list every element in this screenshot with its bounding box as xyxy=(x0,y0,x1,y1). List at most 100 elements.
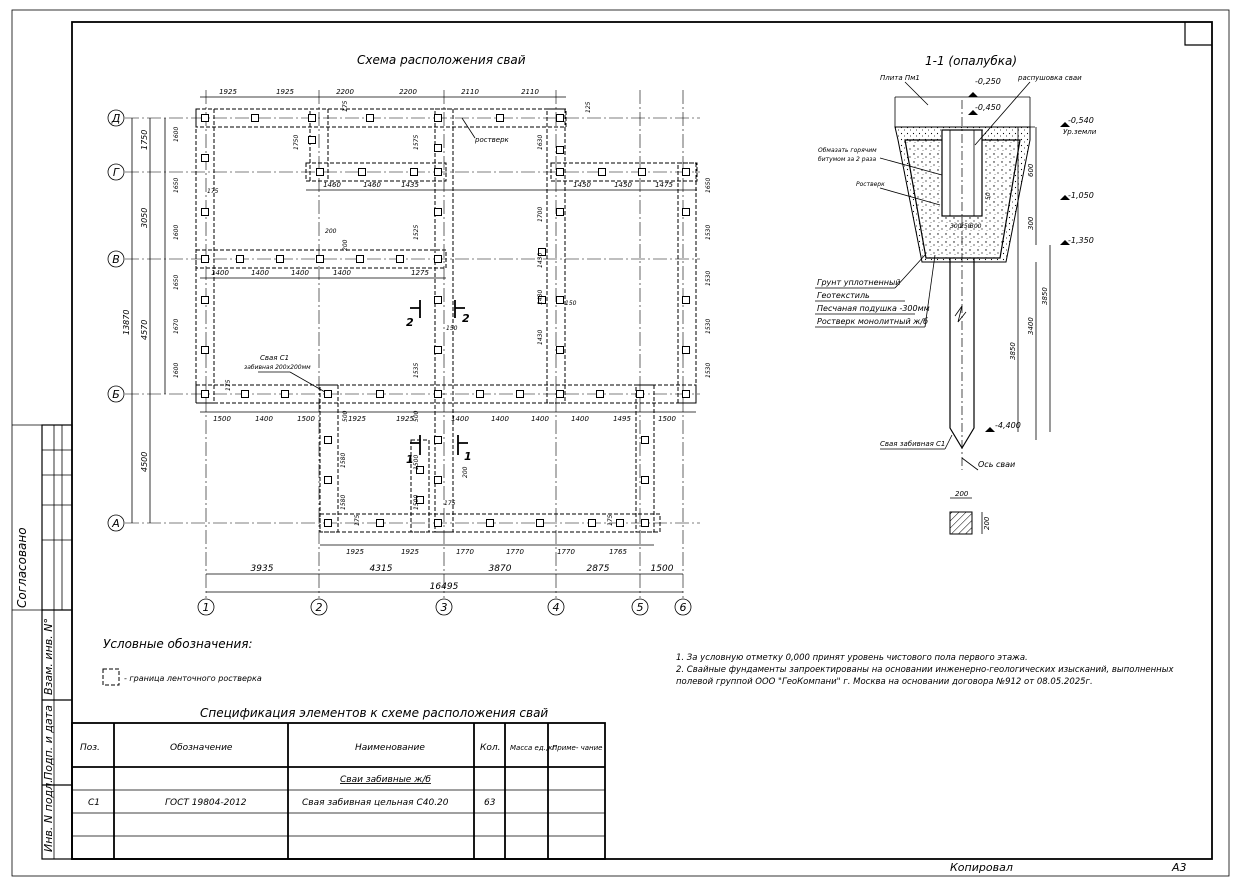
format-label: A3 xyxy=(1171,861,1187,874)
dim-label: 500 xyxy=(342,410,349,422)
side-stamp: Согласовано Взам. инв. N° Подп. и дата И… xyxy=(12,424,73,860)
spec-header-mass: Масса ед.,кг xyxy=(510,744,556,752)
row-a-dimensions: 1925 1925 1770 1770 1770 1765 xyxy=(346,548,627,556)
pile-callout-label: Свая С1 xyxy=(260,354,289,362)
pile-marker xyxy=(308,114,316,122)
pile-marker xyxy=(682,346,690,354)
pile-break xyxy=(954,305,967,323)
dim-label: 1450 xyxy=(614,181,632,189)
dim-label: 1925 xyxy=(401,548,419,556)
pile-marker xyxy=(486,519,494,527)
dim-label: 1925 xyxy=(276,88,294,96)
dim-label: 16495 xyxy=(430,582,459,592)
pile-marker xyxy=(536,519,544,527)
pile-marker xyxy=(556,296,564,304)
pile-marker xyxy=(324,436,332,444)
dim-label: 1630 xyxy=(537,135,544,150)
note-2: 2. Свайные фундаменты запроектированы на… xyxy=(676,665,1174,675)
section-mark-label: 2 xyxy=(406,316,414,329)
dim-label: 150 xyxy=(565,300,577,307)
side-label-agreed: Согласовано xyxy=(15,527,29,608)
pile-marker xyxy=(682,296,690,304)
dim-label: 1400 xyxy=(451,415,469,423)
pile-marker xyxy=(641,476,649,484)
axis-number: 3 xyxy=(441,601,448,614)
dim-label: 1275 xyxy=(411,269,429,277)
top-dimensions: 1925 1925 2200 2200 2110 2110 xyxy=(219,88,539,96)
layer-label: Ростверк монолитный ж/б xyxy=(817,317,928,326)
dim-label: 200 xyxy=(983,516,991,530)
dim-label: 1770 xyxy=(456,548,474,556)
pile-marker xyxy=(316,255,324,263)
dim-label: 3870 xyxy=(489,564,512,574)
dim-label: 1770 xyxy=(506,548,524,556)
pile-marker xyxy=(682,208,690,216)
grillage-outline xyxy=(195,108,698,533)
dim-label: 250 xyxy=(960,223,972,230)
dim-label: 1530 xyxy=(705,363,712,378)
dim-label: 1400 xyxy=(333,269,351,277)
axis-number: 2 xyxy=(316,601,323,614)
pile-marker xyxy=(538,296,546,304)
pile-marker xyxy=(236,255,244,263)
pile-marker xyxy=(641,519,649,527)
axis-bubbles-numbers: 1 2 3 4 5 6 xyxy=(197,598,692,616)
dim-label: 200 xyxy=(462,466,469,478)
pile-marker xyxy=(476,390,484,398)
dim-label: 4315 xyxy=(370,564,393,574)
level-label: -1,050 xyxy=(1068,191,1094,200)
side-label-inv: Инв. N подл. xyxy=(42,779,55,852)
spec-header-pos: Поз. xyxy=(80,743,100,753)
pile-marker xyxy=(434,519,442,527)
level-markers: -0,250 -0,450 -0,540 Ур.земли -1,050 -1,… xyxy=(968,77,1097,432)
dimension-lines xyxy=(131,96,697,593)
pile-marker xyxy=(434,390,442,398)
dim-label: 1750 xyxy=(140,130,149,150)
legend-item: - граница ленточного ростверка xyxy=(124,674,262,683)
dim-label: 125 xyxy=(585,101,592,113)
row-g-dimensions: 1460 1460 1435 1450 1450 1475 xyxy=(323,181,673,189)
pile-callout-size: забивная 200х200мм xyxy=(244,364,311,371)
vertical-dimensions: 1600 1650 1600 1650 1670 1600 1750 1575 … xyxy=(173,127,712,510)
dim-label: 1430 xyxy=(537,290,544,305)
pile-marker xyxy=(641,436,649,444)
dim-label: 1430 xyxy=(537,330,544,345)
axis-letter: Г xyxy=(113,166,120,179)
dim-label: 1650 xyxy=(705,178,712,193)
dim-label: 1750 xyxy=(293,135,300,150)
dim-label: 1600 xyxy=(173,363,180,378)
dim-label: 1400 xyxy=(491,415,509,423)
pile-marker xyxy=(410,168,418,176)
dim-label: 1400 xyxy=(255,415,273,423)
dim-label: 600 xyxy=(1027,163,1035,177)
pile-marker xyxy=(324,390,332,398)
dim-label: 2875 xyxy=(587,564,610,574)
dim-label: 3400 xyxy=(1027,317,1035,335)
axis-number: 1 xyxy=(203,601,210,614)
dim-label: 50 xyxy=(985,192,992,200)
dim-label: 1500 xyxy=(658,415,676,423)
pile-marker xyxy=(556,146,564,154)
pile-marker xyxy=(416,466,424,474)
pile-marker xyxy=(556,114,564,122)
dim-label: 1400 xyxy=(211,269,229,277)
corner-box xyxy=(1184,22,1212,46)
dim-label: 1500 xyxy=(297,415,315,423)
dim-label: 1925 xyxy=(346,548,364,556)
legend-symbol xyxy=(102,668,120,686)
dim-label: 1400 xyxy=(531,415,549,423)
dim-label: 1535 xyxy=(413,363,420,378)
pile-marker xyxy=(201,208,209,216)
grillage-leader xyxy=(879,187,941,206)
pile-marker xyxy=(538,248,546,256)
side-label-replace: Взам. инв. N° xyxy=(42,618,55,695)
spec-header-name: Наименование xyxy=(355,743,425,753)
dim-label: 1530 xyxy=(705,225,712,240)
spec-cell-qty: 63 xyxy=(484,798,496,808)
dim-label: 175 xyxy=(354,514,361,526)
spread-label: распушовка сваи xyxy=(1017,74,1082,82)
axis-letter: Б xyxy=(112,388,120,401)
dim-label: 1600 xyxy=(173,127,180,142)
dim-label: 175 xyxy=(342,100,349,112)
